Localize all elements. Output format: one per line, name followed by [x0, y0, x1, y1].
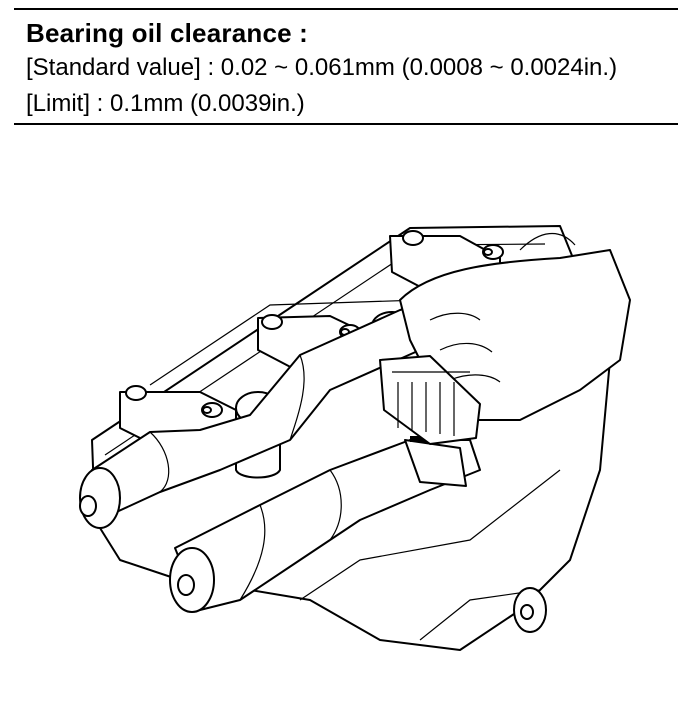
front-camshaft	[169, 436, 547, 633]
camshaft-measurement-drawing	[79, 225, 631, 651]
limit-label: [Limit] :	[26, 90, 104, 117]
standard-value-text: 0.02 ~ 0.061mm (0.0008 ~ 0.0024in.)	[220, 54, 618, 81]
standard-value-line: [Standard value] : 0.02 ~ 0.061mm (0.000…	[26, 54, 617, 82]
limit-value-text: 0.1mm (0.0039in.)	[110, 90, 305, 117]
specification-box: Bearing oil clearance : [Standard value]…	[14, 8, 678, 125]
spec-title: Bearing oil clearance :	[26, 18, 309, 48]
rear-camshaft	[79, 289, 491, 529]
hand-with-scale	[379, 249, 631, 445]
camshaft-illustration	[0, 126, 688, 718]
limit-line: [Limit] : 0.1mm (0.0039in.)	[26, 90, 305, 118]
standard-value-label: [Standard value] :	[26, 54, 215, 81]
